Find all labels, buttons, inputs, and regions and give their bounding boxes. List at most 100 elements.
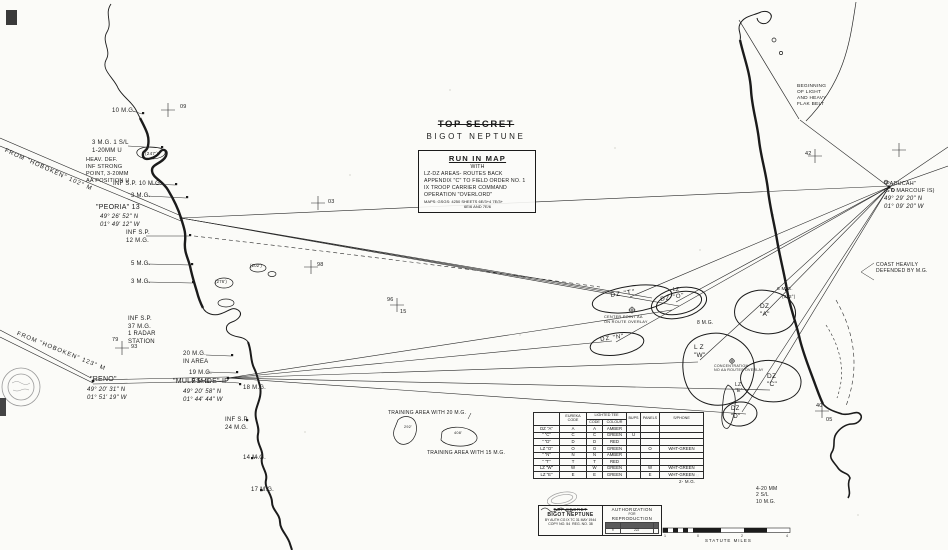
label-flak-belt: BEGINNING OF LIGHT AND HEAVY FLAK BELT [797, 84, 827, 107]
center-point-symbols [628, 306, 735, 364]
grid-42: 42 [805, 151, 812, 157]
label-bearing-322: (322°) [782, 294, 796, 299]
label-inf-sp-24mg: INF S.P. 24 M.G. [225, 417, 249, 431]
label-muleshoe-coords: 49° 20' 58" N 01° 44' 44" W [183, 389, 223, 403]
label-10-mg: 10 M.G. [112, 108, 136, 114]
marking-legend-table: EUREKA CODE LIGHTED TEE BUPS PANELS S/PH… [533, 411, 704, 479]
title-block-auth: BY AUTH CG IX TC 31 MAY 1944 [544, 518, 597, 522]
label-radar-station: INF S.P. 37 M.G. 1 RADAR STATION [128, 316, 156, 345]
paper-speckles [304, 89, 859, 516]
grid-crosses [115, 103, 906, 418]
label-3mg-a: 3 M.G. [131, 193, 151, 199]
label-contour-276: (276') [215, 279, 228, 284]
legend-corner-cell [533, 411, 560, 427]
scale-tick: 0 [697, 534, 699, 538]
legend-header-eureka: EUREKA CODE [559, 411, 587, 427]
label-training-20: TRAINING AREA WITH 20 M.G. [388, 410, 467, 416]
repro-auth-line3: REPRODUCTION [611, 516, 653, 521]
legend-header-tee-colour: COLOUR [602, 418, 627, 427]
label-concentration: CONCENTRATION NO AA ROUTES OVERLAY [714, 364, 764, 373]
scale-bar [662, 527, 791, 533]
title-block: TOP SECRET BIGOT NEPTUNE BY AUTH CG IX T… [538, 505, 662, 536]
label-center-point-aa: CENTER POINT AA ON ROUTE OVERLAY [604, 314, 648, 324]
run-in-box: RUN IN MAP WITH LZ-DZ AREAS- ROUTES BACK… [418, 150, 536, 214]
label-lz-o: LZ [673, 287, 680, 293]
legend-header-tee-code: CODE [586, 418, 603, 427]
map-title-secret: TOP SECRET [437, 119, 515, 130]
label-peoria: "PEORIA" 13 [96, 204, 140, 211]
label-14mg: 14 M.G. [243, 455, 267, 461]
label-peoria-coords: 49° 26' 52" N 01° 49' 12" W [100, 214, 140, 228]
grid-40: 40 [816, 403, 823, 409]
route-lines [0, 119, 948, 415]
title-block-left: TOP SECRET BIGOT NEPTUNE BY AUTH CG IX T… [539, 506, 603, 535]
leader-lines [127, 110, 875, 492]
label-flak-count: 4-20 MM 2 S/L 10 M.G. [756, 486, 778, 505]
label-20mg-area: 20 M.G. IN AREA [183, 351, 209, 365]
label-elev-408: 408' [454, 431, 463, 435]
signature-squiggle [540, 507, 574, 512]
title-block-copy: COPY NO. 54 REG. NO. 38 [541, 522, 600, 526]
run-in-maps-line-2: 6E/6 AND 7E/6 [464, 204, 491, 210]
edge-mark [0, 398, 6, 416]
label-reno-coords: 49° 20' 31" N 01° 51' 19" W [87, 387, 127, 401]
run-in-line: WITH [470, 164, 485, 170]
run-in-line: OPERATION "OVERLORD" [424, 192, 493, 199]
label-muleshoe: "MULESHOE" IP [173, 378, 230, 385]
grid-15: 15 [400, 309, 407, 315]
label-dz-d: DZ "D" [731, 406, 741, 420]
run-in-line: APPENDIX "C" TO FIELD ORDER NO. 1 [424, 178, 526, 185]
label-contour-247: (247') [145, 151, 159, 156]
run-in-title: RUN IN MAP [448, 154, 507, 163]
run-in-line: IX TROOP CARRIER COMMAND [424, 185, 508, 192]
strongpoint-dots [91, 112, 891, 492]
label-2mg: 2 M.G. [192, 379, 212, 385]
label-5mg: 5 M.G. [131, 261, 151, 267]
scale-tick: 2 [741, 534, 743, 538]
label-dz-c: DZ "C" [767, 373, 778, 389]
label-reno: "RENO" [90, 376, 117, 383]
label-paducah-coords: 49° 29' 20" N 01° 09' 20" W [884, 196, 924, 210]
legend-header-tee: LIGHTED TEE [586, 412, 627, 420]
label-8mg: 8 M.G. [697, 320, 714, 326]
dashed-route-lines [193, 235, 855, 407]
legend-header-bups: BUPS [626, 411, 641, 427]
label-coast-defended: COAST HEAVILY DEFENDED BY M.G. [876, 262, 928, 275]
label-18mg: 18 M.G. [243, 385, 267, 391]
east-coastline [738, 11, 895, 499]
title-block-name: BIGOT NEPTUNE [547, 512, 594, 518]
title-block-right: AUTHORIZATION FOR REPRODUCTION 9 222 [603, 506, 661, 535]
label-dz-a: DZ "A" [760, 303, 770, 319]
flak-corridor-lines [738, 1, 857, 122]
label-training-15: TRAINING AREA WITH 15 M.G. [427, 450, 506, 456]
repro-cell-1: 9 [605, 527, 621, 534]
legend-header-sphone: S/PHONE [659, 411, 704, 427]
legend-header-panels: PANELS [640, 411, 660, 427]
label-3mg-1sl: 3 M.G. 1 S/L 1-20MM U [92, 140, 129, 154]
title-block-secret: TOP SECRET [553, 507, 588, 512]
label-heavy-def: HEAV. DEF. INF STRONG POINT, 3-20MM AA P… [86, 157, 130, 184]
repro-cell-2: 222 [619, 527, 654, 534]
corner-mark [6, 10, 17, 25]
grid-05: 05 [826, 417, 833, 423]
label-inf-sp-10mg: INF S.P. 10 M.G. [113, 181, 162, 187]
grid-79: 79 [112, 337, 119, 343]
label-elev-292: 292' [404, 425, 413, 429]
scale-tick: 4 [786, 534, 788, 538]
reproduction-table: 9 222 [605, 522, 660, 534]
grid-09: 09 [180, 104, 187, 110]
west-coastline [104, 3, 293, 550]
run-in-maps-line: MAPS: GSGS: 4250 SHEETS 6E/3+4 7E/3+ [424, 199, 503, 205]
copy-number: COPY NO. 54 [548, 522, 571, 526]
grid-98: 98 [317, 262, 324, 268]
